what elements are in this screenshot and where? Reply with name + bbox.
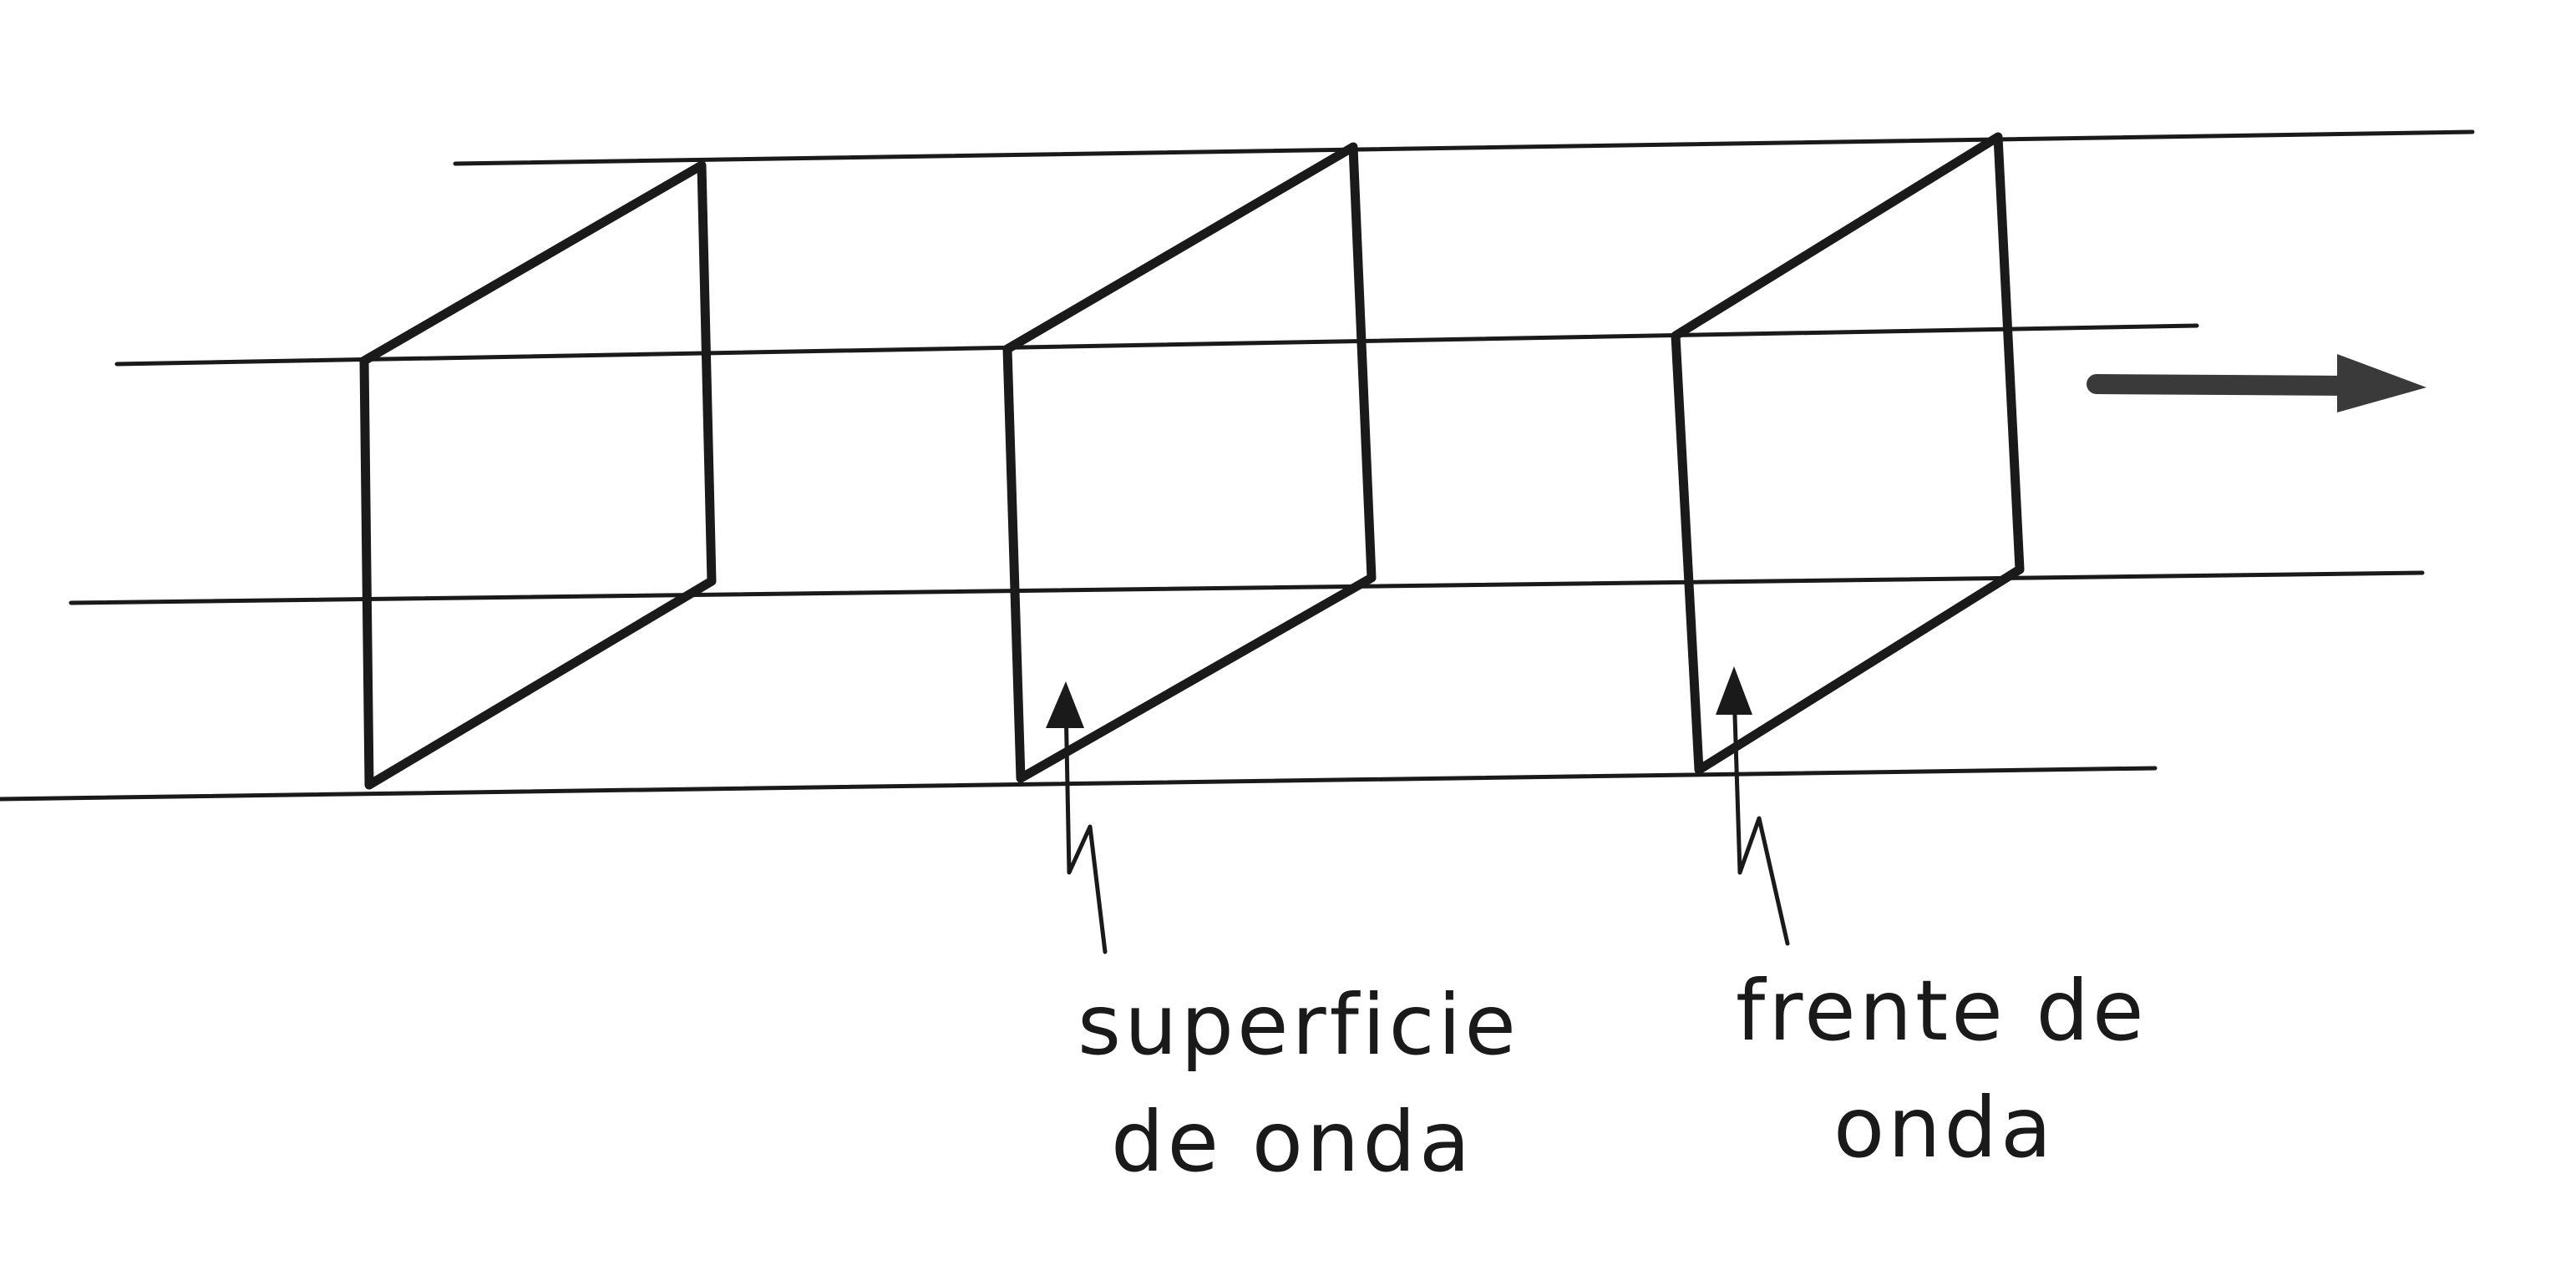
wave-surface-2 <box>1002 142 1377 783</box>
surface-label-line2: de onda <box>1111 1093 1473 1191</box>
wave-surface-3 <box>1671 132 2025 775</box>
ray-lines <box>0 129 2475 802</box>
front-label-line1: frente de <box>1736 962 2148 1060</box>
ray-line-top <box>453 129 2475 166</box>
ray-line-upper <box>114 323 2199 367</box>
ray-line-lower <box>68 570 2425 605</box>
up-arrow-icon <box>1046 681 1108 954</box>
wave-surface-1 <box>359 160 717 790</box>
up-arrow-icon <box>1716 666 1790 946</box>
front-label-line2: onda <box>1833 1079 2055 1176</box>
ray-line-bottom <box>0 766 2158 802</box>
surface-label-line1: superficie <box>1078 976 1519 1074</box>
wave-surfaces <box>359 132 2025 790</box>
right-arrow-icon <box>2087 354 2426 412</box>
